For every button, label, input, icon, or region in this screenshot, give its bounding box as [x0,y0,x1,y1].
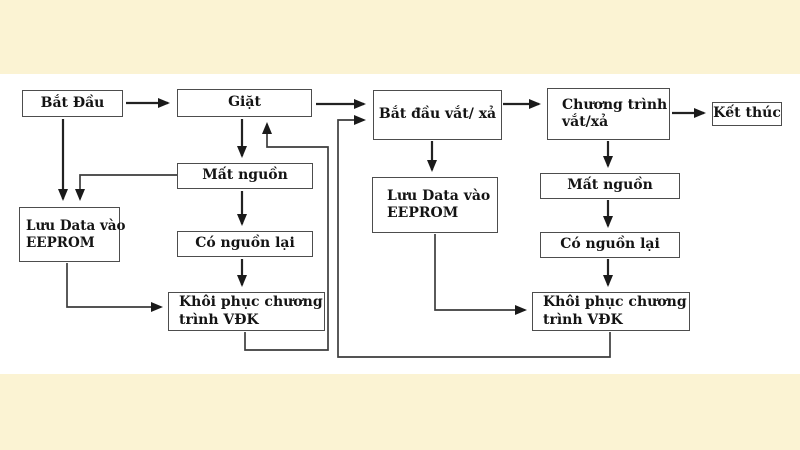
node-line: Khôi phục chương [543,294,687,310]
node-line: trình VĐK [179,311,259,328]
edge-khoiphuc1-to-giat-feedback [244,122,329,351]
node-ket-thuc: Kết thúc [712,102,782,126]
node-co-nguon-lai-1: Có nguồn lại [177,231,313,257]
edge-khoiphuc2-to-batdauvatxa-feedback [337,115,611,358]
node-bat-dau: Bắt Đầu [22,90,123,117]
node-line: Lưu Data vào [387,187,491,204]
node-luu-data-2: Lưu Data vào EEPROM [372,177,498,233]
node-khoi-phuc-2: Khôi phục chương trình VĐK [532,292,690,331]
edge-luudata1-to-khoiphuc1 [66,263,163,312]
edge-luudata2-to-khoiphuc2 [434,234,527,315]
node-co-nguon-lai-2: Có nguồn lại [540,232,680,258]
node-line: EEPROM [387,205,459,221]
node-bat-dau-vat-xa: Bắt đầu vắt/ xả [373,90,502,140]
node-line: EEPROM [26,234,95,251]
node-mat-nguon-2: Mất nguồn [540,173,680,199]
node-luu-data-1: Lưu Data vào EEPROM [19,207,126,262]
node-line: Lưu Data vào [26,217,126,234]
node-line: trình VĐK [543,311,623,328]
node-line: vắt/xả [562,114,609,130]
edge-matnguon1-to-luudata1 [75,174,177,201]
node-chuong-trinh-vat-xa: Chương trình vắt/xả [547,88,670,140]
node-line: Khôi phục chương [179,294,323,310]
node-khoi-phuc-1: Khôi phục chương trình VĐK [168,292,325,331]
node-mat-nguon-1: Mất nguồn [177,163,313,189]
node-line: Chương trình [562,96,668,113]
node-giat: Giặt [177,89,312,117]
